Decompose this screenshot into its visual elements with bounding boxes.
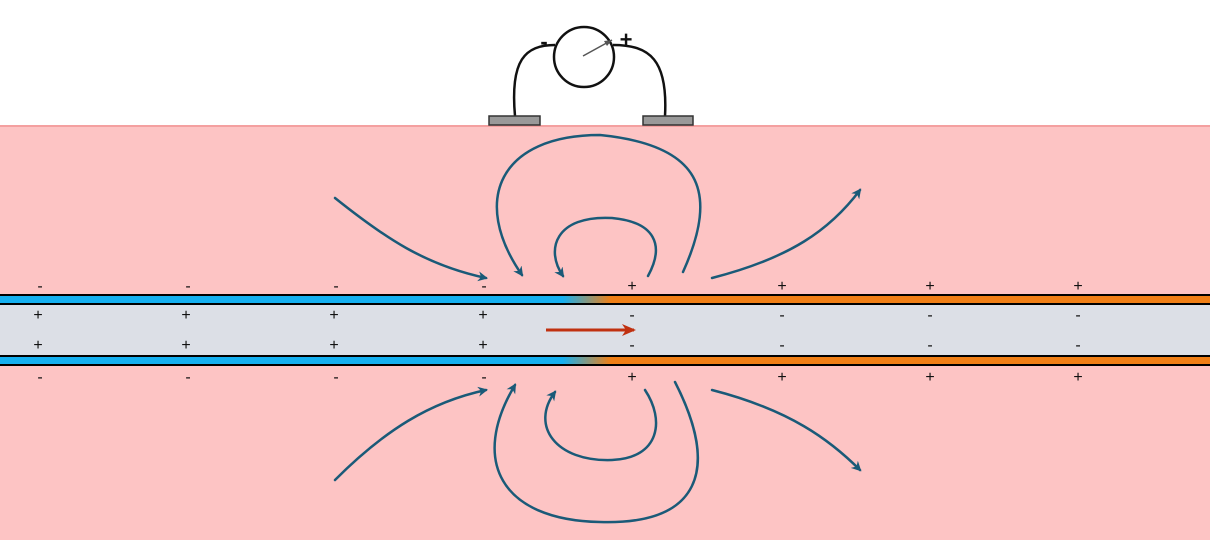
charge-sign: + [478,307,487,324]
charge-sign: - [481,278,486,295]
charge-sign: + [478,337,487,354]
charge-sign: + [925,369,934,386]
charge-sign: + [181,337,190,354]
field-line-upper-outer-loop [495,133,702,277]
field-line-upper-inner-loop [553,216,658,278]
charge-sign: + [329,337,338,354]
voltmeter-negative-label: - [540,29,547,54]
charge-sign: - [927,337,932,354]
charge-sign: - [629,337,634,354]
field-line-lower-inflow [333,386,488,482]
charge-signs: - - - - + + + + + + + + - - - - + + + + … [33,278,1082,386]
charge-sign: + [33,307,42,324]
charge-sign: - [481,369,486,386]
field-lines [333,133,862,524]
charge-sign: - [927,307,932,324]
field-line-upper-outflow [710,188,862,280]
charge-sign: + [1073,369,1082,386]
field-line-lower-outflow [710,388,862,472]
charge-sign: + [627,369,636,386]
charge-sign: - [185,369,190,386]
charge-sign: - [37,278,42,295]
charge-sign: - [779,307,784,324]
electrode-left [488,115,541,126]
charge-sign: + [777,278,786,295]
charge-sign: - [629,307,634,324]
field-line-lower-inner-loop [544,388,658,462]
meter-wire-left [512,43,556,117]
electrode-right [642,115,694,126]
charge-sign: + [925,278,934,295]
voltmeter-circuit: - + [488,25,694,126]
voltmeter-dial [552,25,616,89]
field-line-upper-inflow [333,196,488,282]
charge-sign: - [333,369,338,386]
charge-sign: + [777,369,786,386]
charge-sign: + [33,337,42,354]
meter-wire-right [612,43,667,117]
lower-membrane [0,356,1210,365]
voltmeter-needle-tip [604,40,612,46]
charge-sign: + [181,307,190,324]
charge-sign: - [37,369,42,386]
voltmeter-positive-label: + [620,27,633,52]
charge-sign: - [1075,307,1080,324]
charge-sign: - [1075,337,1080,354]
charge-sign: + [1073,278,1082,295]
charge-sign: - [779,337,784,354]
charge-sign: - [185,278,190,295]
charge-sign: - [333,278,338,295]
upper-membrane [0,295,1210,304]
charge-sign: + [329,307,338,324]
charge-sign: + [627,278,636,295]
field-line-lower-outer-loop [493,380,699,524]
